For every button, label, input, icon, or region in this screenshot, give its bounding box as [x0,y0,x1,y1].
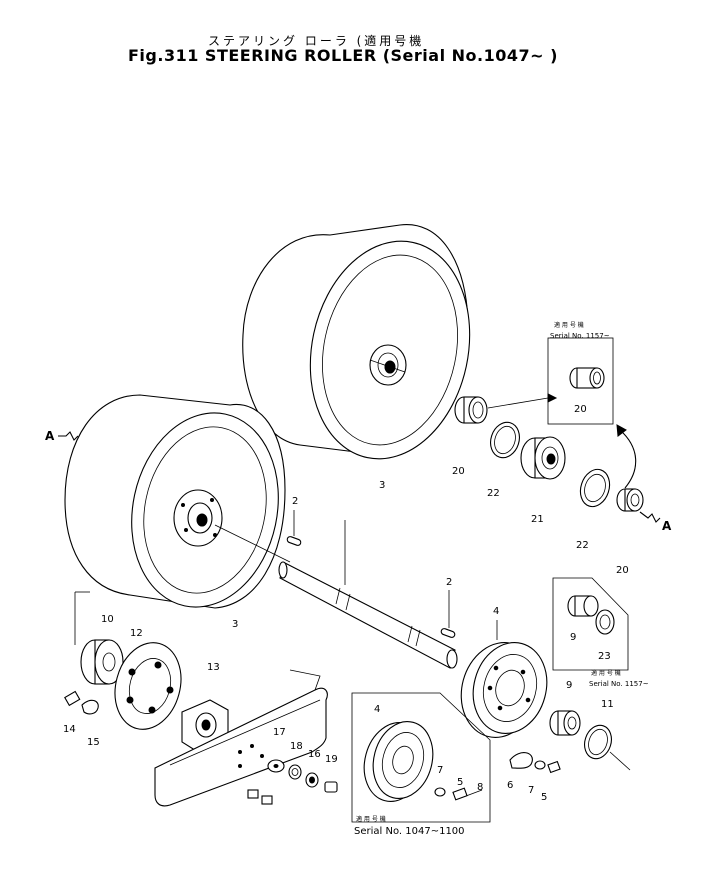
washer-7-main [534,760,546,770]
arrow-to-inset-top [487,397,549,409]
back-roller [242,224,471,460]
arrowhead-right [547,393,558,403]
callout-10: 10 [101,614,114,625]
front-roller [64,394,291,609]
callout-5: 5 [457,777,463,788]
nut-16 [305,772,319,788]
bushing-20-upper [454,396,488,424]
callout-5: 5 [541,792,547,803]
lock-plate-15 [81,699,99,715]
title-japanese: ステアリング ローラ (適用号機 [208,34,425,48]
callout-20: 20 [574,404,587,415]
frame-bracket [154,669,328,807]
inset-bottom-jp: 適 用 号 機 [356,815,386,823]
cover-10 [74,591,124,685]
callout-2: 2 [446,577,452,588]
callout-3: 3 [232,619,238,630]
bushing-20-lower [616,488,644,512]
inset-box-top-right [547,337,614,425]
svg-text:A: A [45,429,55,443]
callout-19: 19 [325,754,338,765]
view-marker-left: A [45,429,79,443]
callout-18: 18 [290,741,303,752]
steering-shaft [278,520,458,669]
callout-21: 21 [531,514,544,525]
washer-17 [267,759,285,773]
callout-15: 15 [87,737,100,748]
arrowhead-up [616,424,627,437]
callout-11: 11 [601,699,614,710]
nut-18 [288,764,302,780]
callout-16: 16 [308,749,321,760]
callout-4: 4 [493,606,499,617]
inset-box-mid-right [552,577,629,671]
inset-mid-serial: Serial No. 1157~ [589,680,649,688]
callout-9: 9 [566,680,572,691]
bearing-21 [520,436,566,480]
brake-disc-12 [114,642,182,730]
callout-20: 20 [452,466,465,477]
bushing-9 [549,710,581,736]
callout-23: 23 [598,651,611,662]
inset-top-jp: 適 用 号 機 [554,321,584,329]
view-marker-right: A [639,511,672,533]
callout-13: 13 [207,662,220,673]
inset-bottom-serial: Serial No. 1047~1100 [354,826,465,837]
leader-11 [609,751,631,771]
lock-plate-6 [509,752,533,769]
bolt-lower-bracket [247,789,273,805]
inset-mid-jp: 適 用 号 機 [591,669,621,677]
callout-22: 22 [487,488,500,499]
bolt-5-main [547,760,561,774]
callout-20: 20 [616,565,629,576]
callout-17: 17 [273,727,286,738]
callout-12: 12 [130,628,143,639]
inset-box-bottom-center [351,692,491,823]
callout-9: 9 [570,632,576,643]
svg-text:A: A [662,519,672,533]
title-english: Fig.311 STEERING ROLLER (Serial No.1047~… [128,46,558,65]
seal-ring-11 [584,724,612,760]
callout-7: 7 [528,785,534,796]
callout-22: 22 [576,540,589,551]
key-pin-upper [286,510,302,546]
callout-8: 8 [477,782,483,793]
plug-19 [324,781,338,793]
hub-flange-4 [460,620,548,738]
curved-arrow [619,429,637,489]
seal-ring-22-lower [579,468,611,508]
callout-6: 6 [507,780,513,791]
key-pin-lower [440,590,456,638]
callout-2: 2 [292,496,298,507]
inset-top-serial: Serial No. 1157~ [550,332,610,340]
callout-4: 4 [374,704,380,715]
callout-7: 7 [437,765,443,776]
callout-14: 14 [63,724,76,735]
seal-ring-22-upper [490,421,520,459]
callout-3: 3 [379,480,385,491]
bolt-14 [64,690,81,707]
